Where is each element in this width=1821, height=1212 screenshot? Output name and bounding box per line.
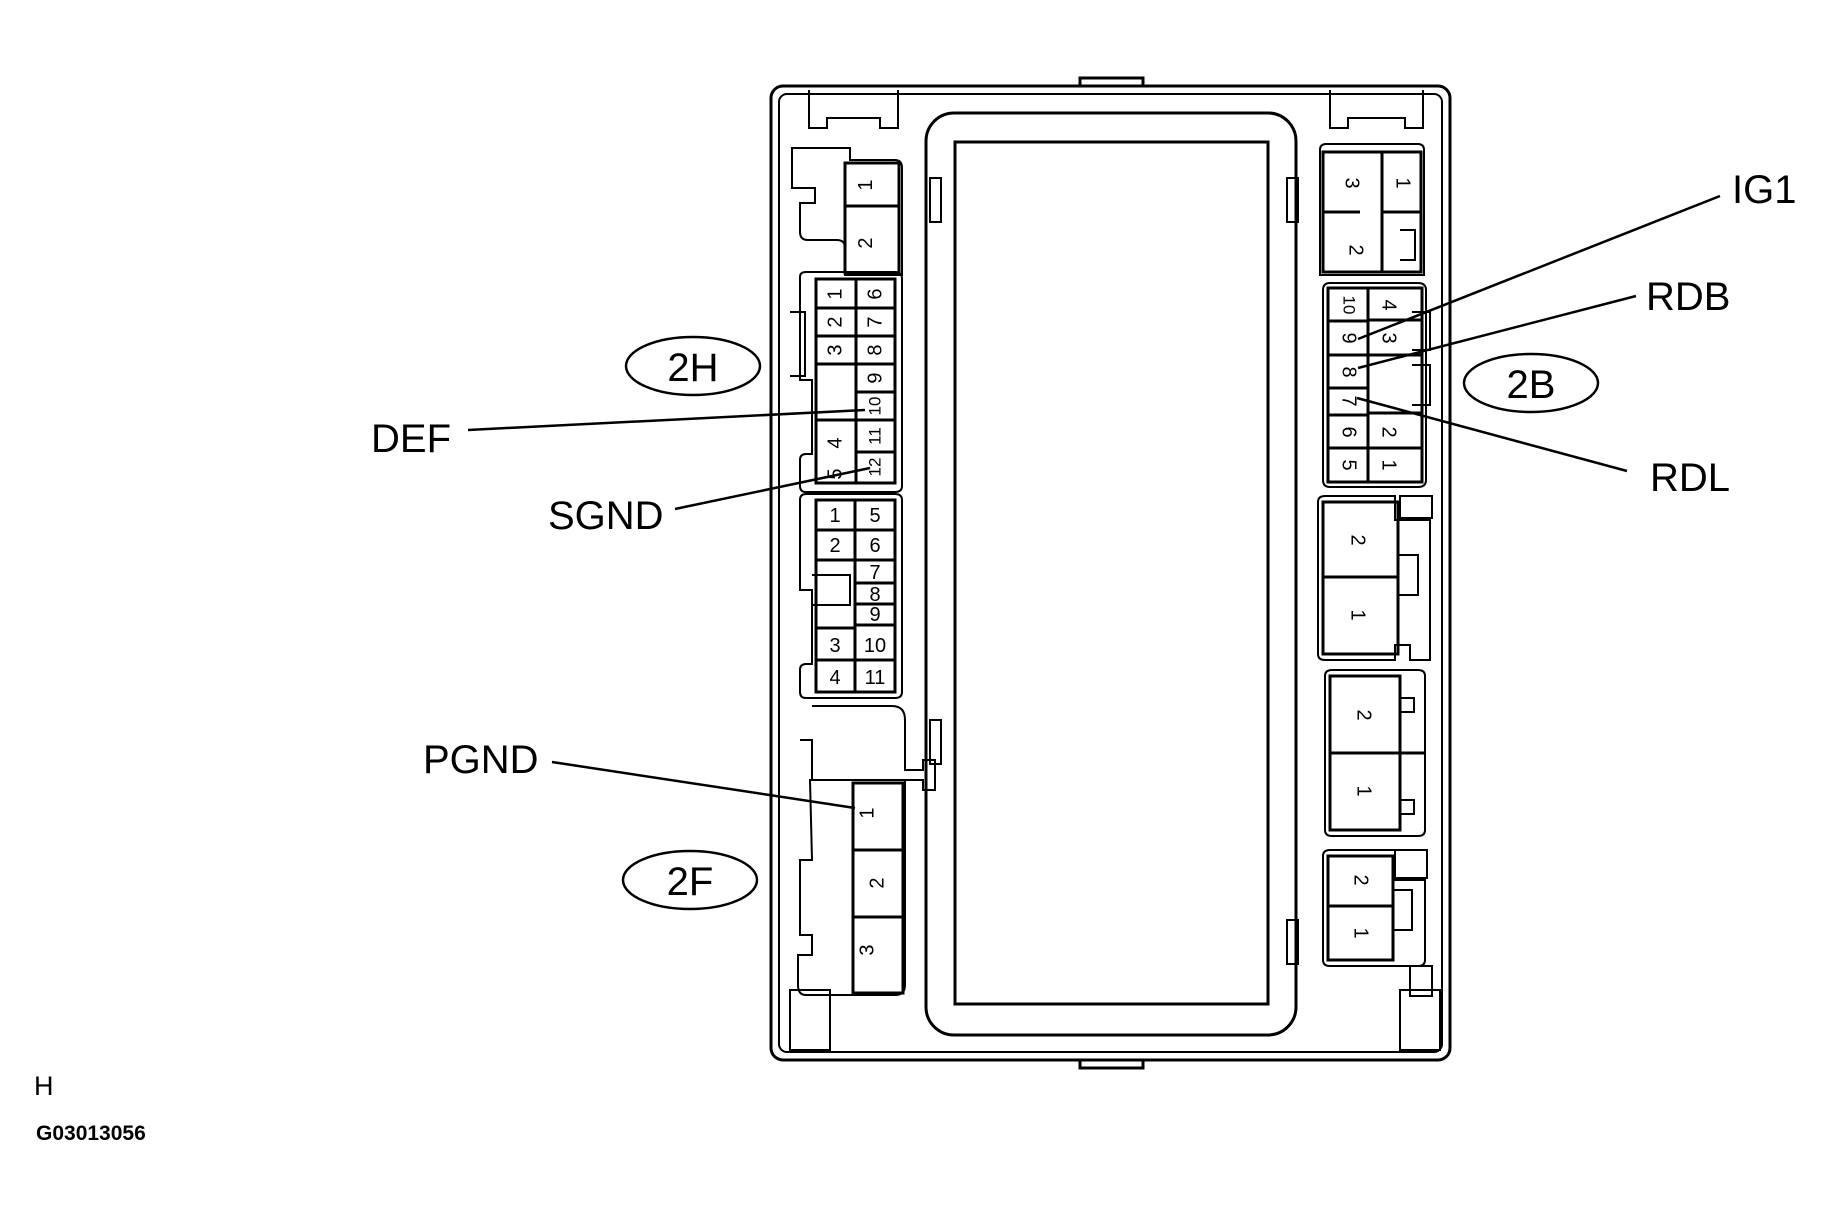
pin-label: 1 [1350,927,1372,938]
pin-label: 4 [824,437,846,448]
connector-top-left [791,147,903,276]
pin-label: 2 [866,877,888,888]
label-def: DEF [371,417,451,461]
label-sgnd: SGND [548,494,664,538]
leader-pgnd [551,760,856,810]
pin-label: 7 [869,562,880,584]
label-pgnd: PGND [423,738,539,782]
label-rdb: RDB [1646,275,1730,319]
pin-label: 1 [829,505,840,527]
connector-right-3 [1322,849,1433,997]
pin-label: 2 [824,316,846,327]
pin-label: 6 [869,535,880,557]
pin-label: 4 [829,667,840,689]
pin-label: 8 [864,344,886,355]
pin-label: 2 [1353,709,1375,720]
pin-label: 11 [865,667,886,689]
pin-label: 1 [1347,609,1369,620]
pin-label: 7 [864,316,886,327]
connector-id-2b: 2B [1507,363,1556,407]
pin-label: 6 [1338,426,1360,437]
pin-label: 1 [1378,459,1400,470]
connector-badge-2b [1462,352,1600,414]
connector-top-right [1319,143,1425,276]
display-window [953,140,1270,1006]
leader-ig1 [1357,194,1721,341]
pin-label: 6 [864,288,886,299]
pin-label: 3 [1341,177,1363,188]
top-tab [1078,76,1145,86]
pin-label: 10 [864,635,886,657]
pin-label: 12 [865,458,884,477]
pin-label: 3 [824,344,846,355]
figure-code: G03013056 [36,1122,146,1145]
leader-rdb [1357,294,1637,370]
pin-label: 8 [869,584,880,606]
bottom-tab [1078,1060,1145,1070]
pin-label: 1 [856,807,878,818]
pin-label: 2 [1350,874,1372,885]
pin-label: 2 [1347,534,1369,545]
leader-sgnd [674,466,871,511]
connector-right-2 [1324,669,1426,837]
connector-right-1 [1317,495,1433,661]
pin-label: 3 [1378,332,1400,343]
pin-label: 3 [829,635,840,657]
connector-badge-2h [624,335,762,397]
pin-label: 4 [1378,299,1400,310]
label-ig1: IG1 [1732,168,1796,212]
pin-label: 5 [824,468,846,479]
connector-badge-2f [621,849,759,911]
pin-label: 1 [824,288,846,299]
pin-label: 11 [865,427,884,445]
pin-label: 10 [865,397,884,416]
pin-label: 1 [855,179,877,190]
label-rdl: RDL [1650,456,1730,500]
leader-rdl [1356,396,1628,473]
pin-label: 2 [1345,244,1367,255]
pin-label: 1 [1353,785,1375,796]
leader-def [467,408,866,432]
connector-2f [797,705,936,996]
connector-id-2h: 2H [667,346,718,390]
pin-label: 2 [1378,426,1400,437]
connector-2b [1322,282,1431,488]
pin-label: 8 [1338,366,1360,377]
pin-label: 10 [1340,296,1359,315]
pin-label: 9 [1338,332,1360,343]
pin-label: 2 [855,237,877,248]
pin-label: 9 [864,372,886,383]
pin-label: 5 [1338,459,1360,470]
pin-label: 7 [1338,395,1360,406]
pin-label: 2 [829,535,840,557]
pin-label: 3 [856,944,878,955]
connector-2h [790,271,903,493]
pin-label: 9 [869,604,880,626]
ecu-housing [769,84,1452,1062]
footer-letter: H [34,1071,54,1101]
display-window-frame [924,111,1298,1037]
connector-mid-left [799,493,903,699]
pin-label: 1 [1392,177,1414,188]
connector-id-2f: 2F [667,860,714,904]
pin-label: 5 [869,505,880,527]
